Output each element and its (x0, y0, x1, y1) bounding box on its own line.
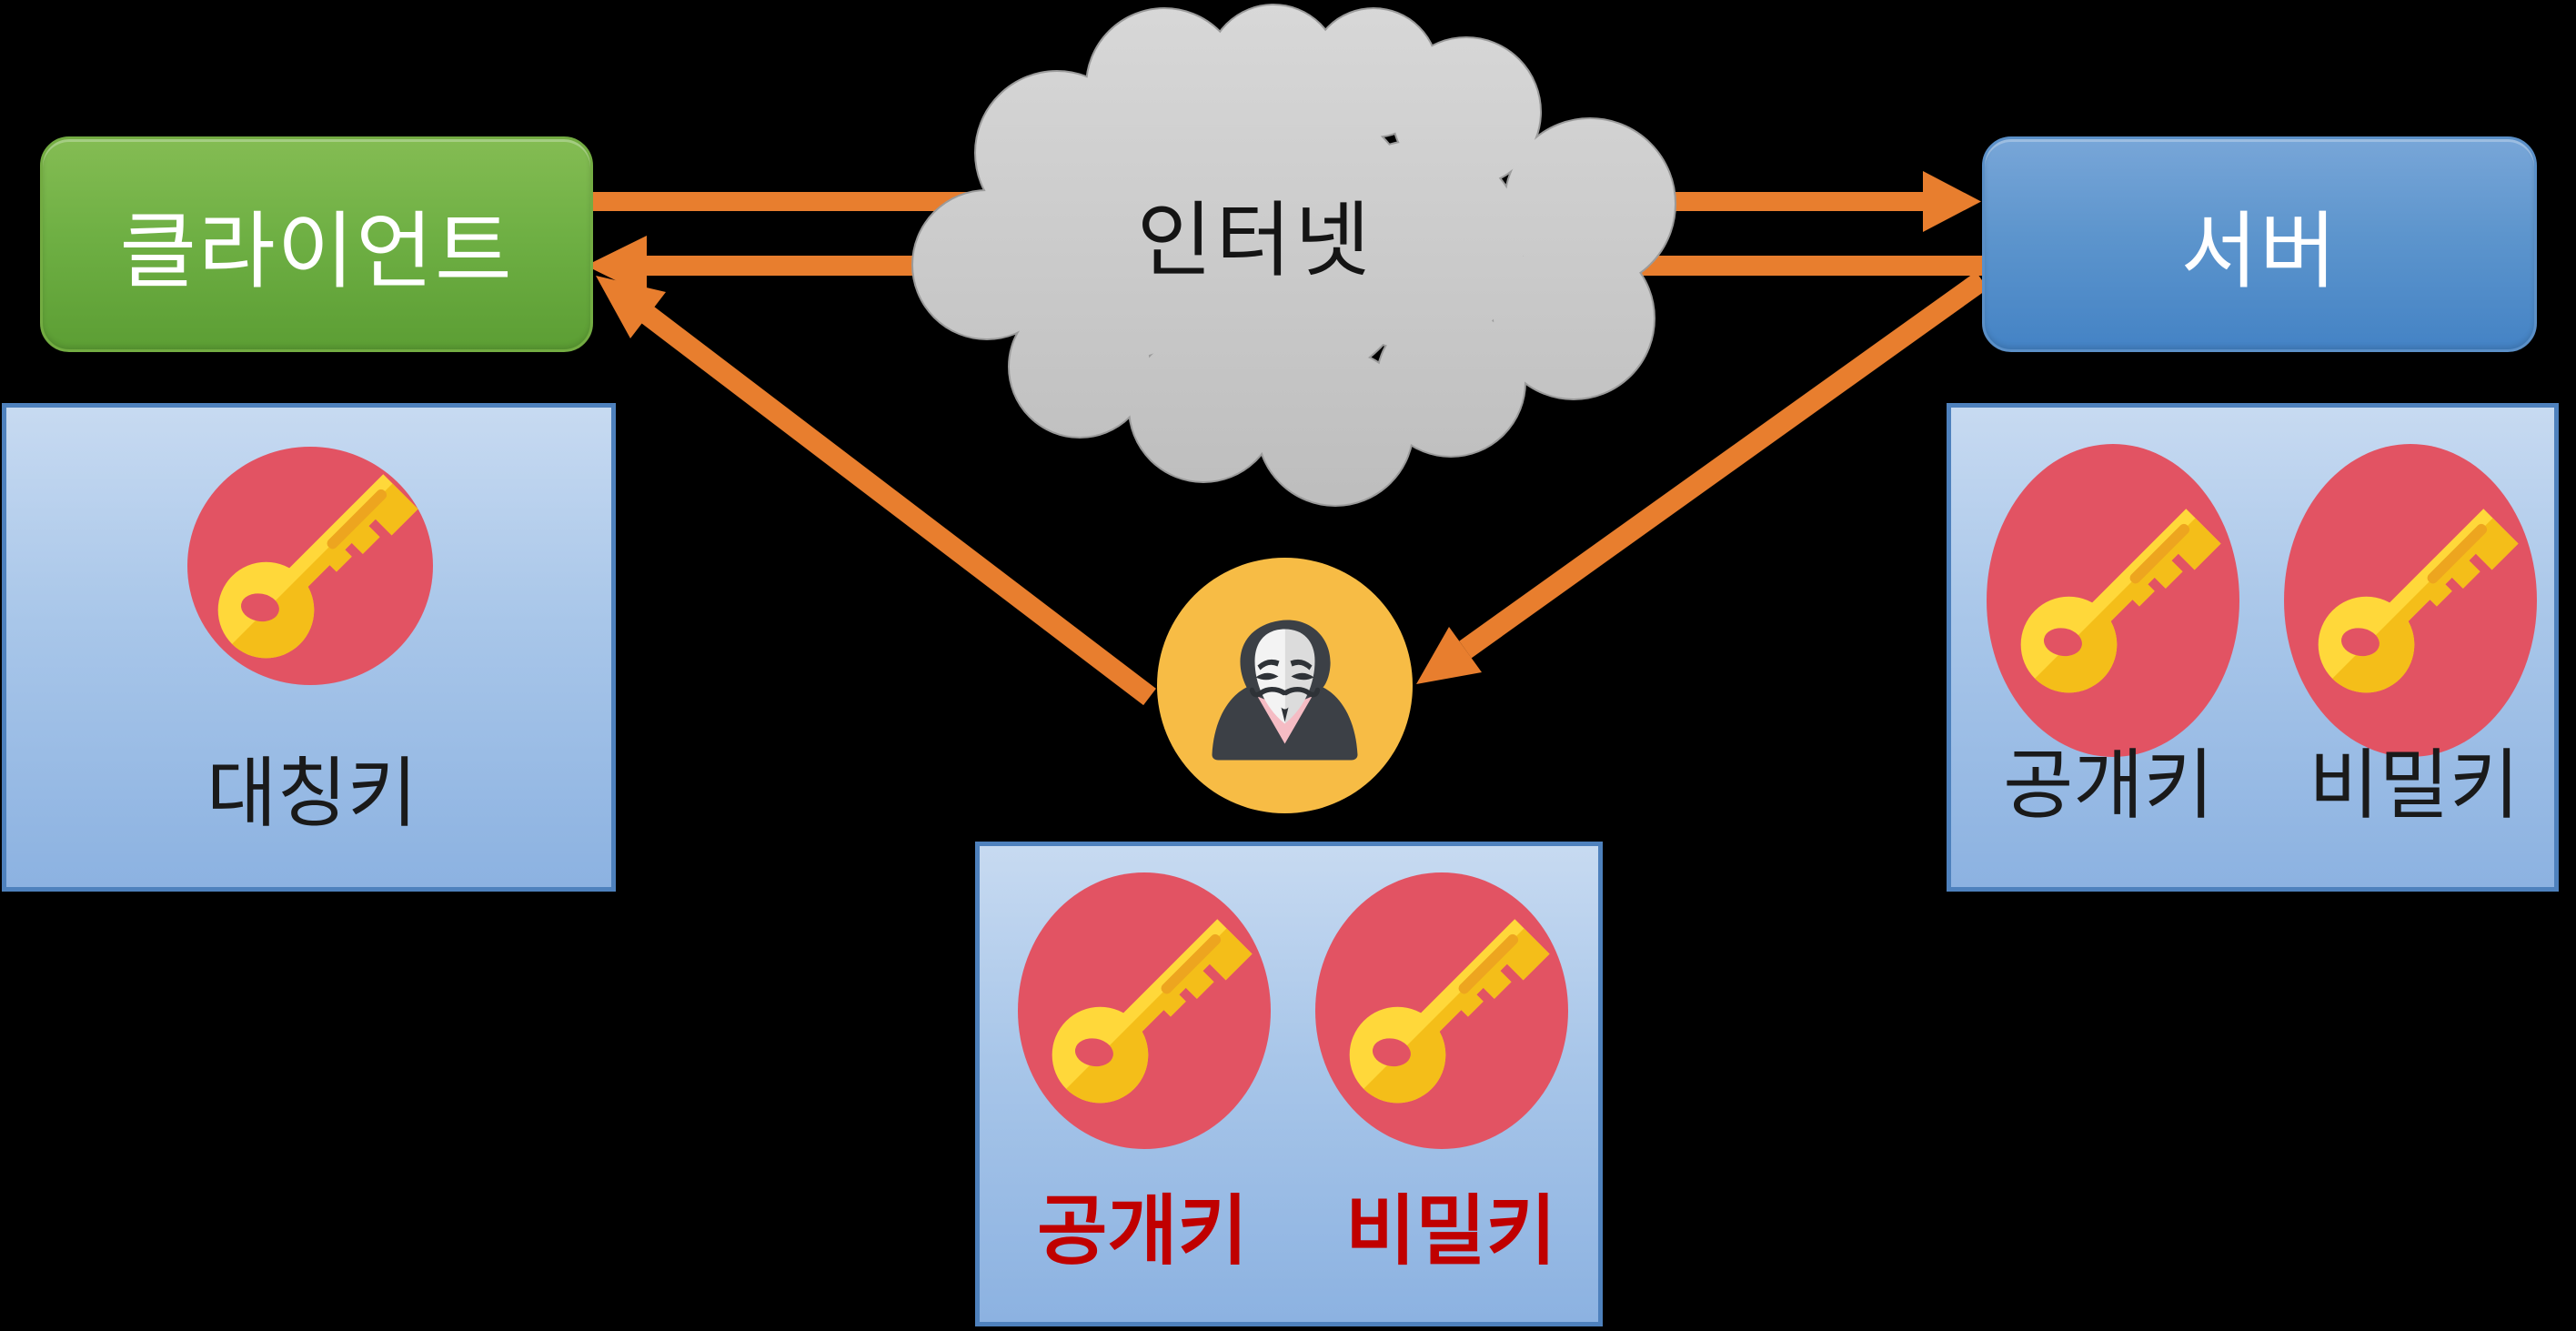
server-public-key-label: 공개키 (2003, 742, 2214, 828)
attacker-private-key-label: 비밀키 (1345, 1188, 1556, 1274)
arrowhead-upleft-icon (596, 276, 666, 338)
key-slot (2129, 523, 2190, 584)
mask-moustache (1249, 687, 1321, 698)
arrowhead-left-icon (586, 236, 647, 296)
server-private-key-label: 비밀키 (2309, 742, 2520, 828)
arrow-shaft (1459, 271, 1988, 659)
mask-features (1255, 659, 1314, 722)
attacker-key-panel: 공개키 비밀키 (975, 842, 1603, 1326)
key-icon (1018, 872, 1271, 1149)
arrowhead-right-icon (1923, 171, 1981, 232)
client-label: 클라이언트 (119, 206, 514, 298)
internet-cloud: 인터넷 (911, 4, 1676, 507)
attacker-public-key-label: 공개키 (1037, 1188, 1248, 1274)
anonymous-hacker-icon (1212, 620, 1358, 761)
key-hole (1074, 1038, 1113, 1067)
key-icon (2284, 444, 2537, 757)
key-slot (2427, 523, 2488, 584)
key-hole (2043, 628, 2082, 657)
key-icon (1987, 444, 2239, 757)
key-hole (2340, 628, 2380, 657)
key-hole (1372, 1038, 1411, 1067)
key-slot (327, 489, 387, 550)
internet-label: 인터넷 (1137, 196, 1374, 287)
key-slot (1458, 933, 1519, 994)
client-box: 클라이언트 (40, 136, 593, 352)
server-box: 서버 (1982, 136, 2537, 352)
key-hole (240, 593, 279, 622)
key-slot (1161, 933, 1222, 994)
server-key-panel: 공개키 비밀키 (1947, 403, 2559, 892)
key-icon (187, 447, 433, 685)
server-label: 서버 (2180, 206, 2339, 298)
attacker-badge (1157, 558, 1413, 813)
arrow-shaft (641, 306, 1156, 706)
arrow-server-to-attacker (1416, 271, 1988, 684)
guy-fawkes-mask (1254, 629, 1315, 724)
key-icon (1315, 872, 1568, 1149)
client-key-panel: 대칭키 (2, 403, 616, 892)
arrowhead-downleft-icon (1416, 627, 1482, 684)
symmetric-key-label: 대칭키 (206, 751, 418, 836)
arrow-attacker-to-client (596, 276, 1156, 706)
